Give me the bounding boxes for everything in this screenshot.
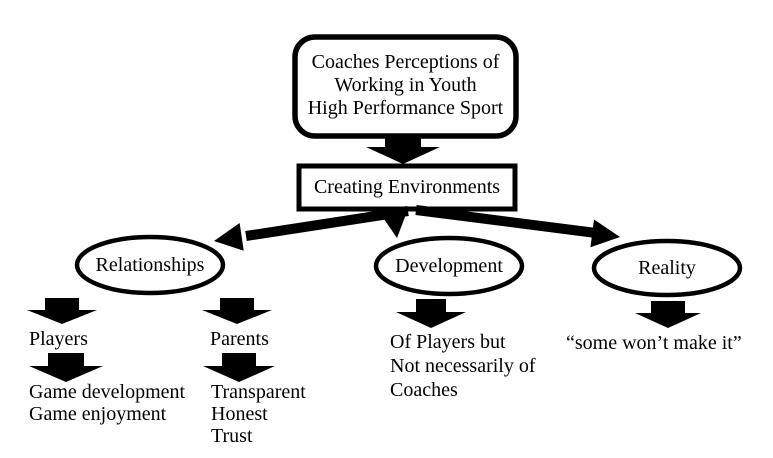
relationships-ellipse — [74, 234, 226, 296]
development-details: Of Players but Not necessarily of Coache… — [390, 330, 536, 402]
development-detail-line: Coaches — [390, 379, 458, 401]
reality-quote: “some won’t make it” — [566, 332, 742, 354]
relationships-label: Relationships — [95, 254, 205, 276]
environments-to-development-arrow-icon — [377, 209, 408, 238]
players-label: Players — [29, 328, 88, 350]
players-details: Game development Game enjoyment — [29, 381, 185, 425]
players-detail-line: Game enjoyment — [29, 403, 167, 425]
reality-ellipse — [591, 238, 743, 298]
reality-to-details-arrow-icon — [635, 301, 701, 328]
players-detail-line: Game development — [29, 381, 186, 403]
development-detail-line: Not necessarily of — [390, 355, 536, 377]
development-ellipse — [373, 235, 525, 297]
development-detail-line: Of Players but — [390, 331, 506, 353]
environments-to-relationships-arrow-icon — [214, 206, 409, 251]
root-to-environments-arrow-icon — [366, 136, 440, 164]
creating-environments-label: Creating Environments — [313, 176, 501, 198]
parents-label: Parents — [210, 328, 269, 350]
players-to-details-arrow-icon — [29, 353, 103, 382]
root-box-label: Coaches Perceptions of Working in Youth … — [295, 51, 516, 120]
development-to-details-arrow-icon — [396, 299, 466, 328]
creating-environments-box — [296, 163, 518, 212]
root-label-line: Working in Youth — [334, 74, 477, 96]
parents-detail-line: Transparent — [211, 381, 306, 403]
root-label-line: Coaches Perceptions of — [311, 51, 500, 73]
parents-detail-line: Honest — [211, 403, 268, 425]
relationships-to-players-arrow-icon — [27, 298, 97, 324]
root-label-line: High Performance Sport — [307, 97, 504, 119]
reality-label: Reality — [638, 257, 696, 279]
environments-to-reality-arrow-icon — [415, 205, 620, 248]
parents-details: Transparent Honest Trust — [211, 381, 306, 447]
development-label: Development — [395, 255, 503, 277]
parents-detail-line: Trust — [211, 425, 253, 447]
parents-to-details-arrow-icon — [203, 353, 275, 382]
relationships-to-parents-arrow-icon — [202, 298, 272, 324]
